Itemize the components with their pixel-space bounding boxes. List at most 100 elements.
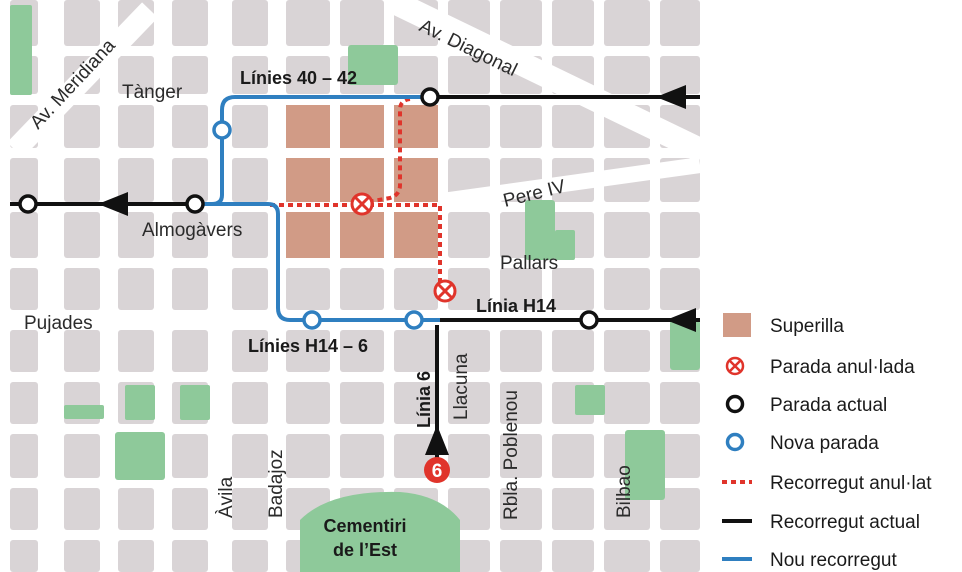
city-block bbox=[500, 105, 542, 148]
city-block bbox=[232, 0, 268, 46]
arrow-left-icon bbox=[666, 308, 696, 332]
legend-item-current-route: Recorregut actual bbox=[722, 512, 920, 533]
park-area bbox=[64, 405, 104, 419]
city-block bbox=[286, 268, 330, 310]
current-stop-icon bbox=[18, 194, 38, 214]
city-block bbox=[286, 56, 330, 94]
park-area bbox=[115, 432, 165, 480]
superilla-area bbox=[286, 105, 438, 258]
label-llacuna: Llacuna bbox=[451, 353, 472, 420]
park-area bbox=[525, 200, 555, 260]
city-block bbox=[10, 212, 38, 258]
city-block bbox=[500, 540, 542, 572]
city-block bbox=[340, 434, 384, 478]
label-pallars: Pallars bbox=[500, 253, 558, 274]
city-block bbox=[232, 158, 268, 202]
city-block bbox=[172, 212, 208, 258]
city-block bbox=[660, 268, 700, 310]
city-block bbox=[118, 268, 154, 310]
label-cementiri-line1: Cementiri bbox=[323, 516, 406, 536]
city-block bbox=[286, 0, 330, 46]
city-block bbox=[118, 488, 154, 530]
city-block bbox=[552, 488, 594, 530]
legend-item-new-stop: Nova parada bbox=[725, 432, 879, 454]
city-block bbox=[64, 540, 100, 572]
park-area bbox=[555, 230, 575, 260]
city-block bbox=[394, 56, 438, 94]
superilla-block bbox=[340, 105, 384, 148]
city-block bbox=[660, 434, 700, 478]
city-block bbox=[10, 488, 38, 530]
arrow-left-icon bbox=[98, 192, 128, 216]
park-area bbox=[348, 45, 398, 85]
city-block bbox=[64, 268, 100, 310]
city-block bbox=[64, 212, 100, 258]
city-block bbox=[604, 212, 650, 258]
route-direction-arrows bbox=[98, 85, 696, 455]
legend-item-cancelled-stop: Parada anul·lada bbox=[725, 356, 915, 378]
label-bilbao: Bilbao bbox=[614, 465, 635, 518]
city-block bbox=[552, 268, 594, 310]
new-stop-icon bbox=[302, 310, 322, 330]
city-block bbox=[118, 212, 154, 258]
city-block bbox=[118, 158, 154, 202]
new-route bbox=[195, 95, 440, 322]
city-block bbox=[604, 540, 650, 572]
city-block bbox=[660, 56, 700, 94]
arrow-left-icon bbox=[656, 85, 686, 109]
label-linies-h14-6: Línies H14 – 6 bbox=[248, 336, 368, 356]
city-block bbox=[340, 0, 384, 46]
city-block bbox=[394, 382, 438, 424]
legend: Superilla Parada anul·lada Parada actual… bbox=[722, 313, 932, 571]
city-block bbox=[232, 56, 268, 94]
city-blocks bbox=[10, 0, 700, 572]
city-block bbox=[10, 268, 38, 310]
city-block bbox=[64, 158, 100, 202]
legend-label: Nova parada bbox=[770, 433, 879, 454]
legend-label: Parada actual bbox=[770, 395, 887, 416]
park-area bbox=[670, 320, 700, 370]
cancelled-stop-icon bbox=[433, 279, 457, 303]
city-block bbox=[64, 0, 100, 46]
city-block bbox=[232, 540, 268, 572]
city-block bbox=[340, 382, 384, 424]
label-badajoz: Badajoz bbox=[266, 449, 287, 518]
city-block bbox=[448, 268, 490, 310]
city-block bbox=[172, 488, 208, 530]
city-block bbox=[500, 488, 542, 530]
city-block bbox=[660, 212, 700, 258]
city-block bbox=[172, 56, 208, 94]
city-block bbox=[552, 434, 594, 478]
superilla-block bbox=[394, 212, 438, 258]
park-area bbox=[10, 5, 32, 95]
city-block bbox=[500, 268, 542, 310]
city-block bbox=[660, 488, 700, 530]
city-block bbox=[394, 330, 438, 372]
city-block bbox=[172, 268, 208, 310]
superilla-block bbox=[340, 212, 384, 258]
new-stop-icon bbox=[725, 432, 745, 452]
legend-item-superilla: Superilla bbox=[723, 313, 844, 337]
city-block bbox=[172, 105, 208, 148]
city-block bbox=[552, 330, 594, 372]
superilla-block bbox=[394, 158, 438, 202]
legend-label: Parada anul·lada bbox=[770, 357, 915, 378]
city-block bbox=[286, 434, 330, 478]
current-stop-icon bbox=[420, 87, 440, 107]
city-block bbox=[10, 158, 38, 202]
cancelled-stop-icon bbox=[350, 192, 374, 216]
parks bbox=[10, 5, 700, 572]
arrow-up-icon bbox=[425, 425, 449, 455]
label-rbla-poblenou: Rbla. Poblenou bbox=[501, 390, 522, 520]
city-block bbox=[500, 0, 542, 46]
label-linies-40-42: Línies 40 – 42 bbox=[240, 68, 357, 88]
current-stop-icon bbox=[579, 310, 599, 330]
city-block bbox=[448, 212, 490, 258]
line-6-badge: 6 bbox=[424, 457, 450, 483]
city-block bbox=[232, 105, 268, 148]
city-block bbox=[340, 268, 384, 310]
park-area bbox=[575, 385, 605, 415]
city-block bbox=[604, 382, 650, 424]
city-block bbox=[604, 0, 650, 46]
